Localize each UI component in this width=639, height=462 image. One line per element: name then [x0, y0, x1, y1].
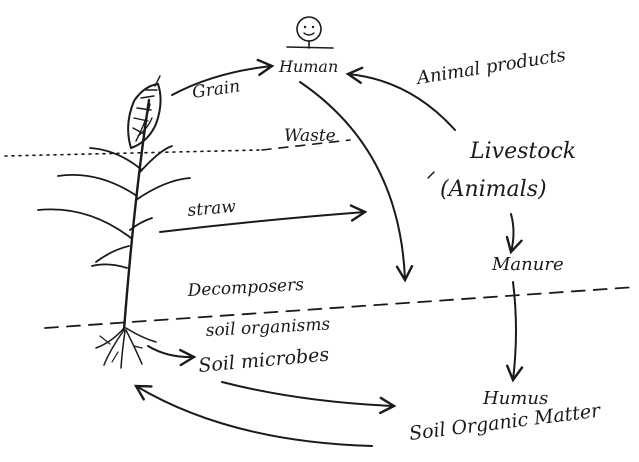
grain-label: Grain	[191, 76, 242, 103]
humus-label: Humus	[482, 388, 548, 409]
humus-to-plant-arrow	[136, 386, 372, 446]
small-stroke-mark	[428, 172, 434, 178]
stick-figure-icon	[287, 17, 333, 48]
manure-to-humus-arrow	[513, 282, 516, 380]
human-waste-to-soil-arrow	[300, 82, 405, 280]
manure-label: Manure	[491, 254, 564, 275]
soil-organisms-label: soil organisms	[205, 314, 331, 341]
animal-products-label: Animal products	[414, 45, 568, 90]
microbes-to-humus-arrow	[222, 382, 394, 406]
soil-microbes-label: Soil microbes	[198, 344, 331, 377]
livestock-label: Livestock	[469, 139, 576, 164]
grain-plant-icon	[38, 76, 190, 368]
soil-boundary-dashed-line	[45, 287, 636, 328]
animals-label: (Animals)	[440, 177, 547, 202]
ground-level-dotted-line	[5, 150, 260, 156]
livestock-to-manure-arrow	[511, 214, 514, 252]
human-label: Human	[278, 57, 338, 76]
decomposers-label: Decomposers	[186, 275, 304, 301]
waste-label: Waste	[284, 126, 336, 146]
straw-label: straw	[187, 197, 237, 221]
roots-to-soil-microbes-arrow	[148, 346, 194, 357]
